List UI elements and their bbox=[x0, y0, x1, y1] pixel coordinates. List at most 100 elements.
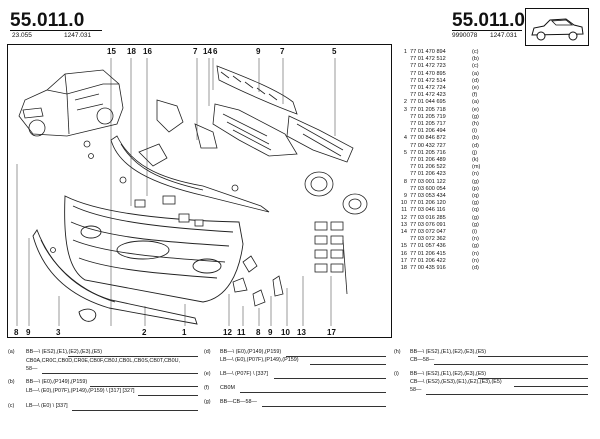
part-variant-key: (d) bbox=[472, 142, 479, 149]
part-variant-key: (j) bbox=[472, 149, 477, 156]
part-reference: 77 03 072 362 bbox=[410, 236, 446, 243]
part-number: 9 bbox=[403, 193, 407, 200]
callout-15: 15 bbox=[107, 47, 116, 56]
legend-i-line2: CB—\ (ES2),(ES3),(E1),(E2),(E3),(E5) bbox=[410, 379, 502, 385]
upper-crossmember-shape bbox=[212, 65, 354, 163]
part-number: 17 bbox=[400, 257, 407, 264]
legend-key-f: (f) bbox=[204, 385, 210, 391]
part-number bbox=[395, 157, 407, 164]
part-number bbox=[395, 71, 407, 78]
part-number: 1 bbox=[403, 49, 407, 55]
callout-12: 12 bbox=[223, 328, 232, 337]
part-variant-key: (g) bbox=[472, 178, 479, 185]
part-variant-key: (e) bbox=[472, 85, 479, 92]
part-variant-key: (d) bbox=[472, 77, 479, 84]
legend-a-line3: 58— bbox=[26, 366, 38, 372]
lower-spoiler-shape bbox=[32, 229, 198, 325]
legend-key-b: (b) bbox=[8, 379, 15, 385]
part-reference: 77 01 472 423 bbox=[410, 92, 446, 99]
front-bumper-shape bbox=[64, 195, 244, 303]
callout-17: 17 bbox=[327, 328, 336, 337]
legend-key-c: (c) bbox=[8, 403, 15, 409]
callout-5: 5 bbox=[332, 47, 337, 56]
part-reference: 77 01 470 895 bbox=[410, 70, 446, 77]
sheet-subcode-left-a: 23.055 bbox=[12, 32, 32, 39]
part-variant-key: (g) bbox=[472, 113, 479, 120]
part-number: 2 bbox=[403, 99, 407, 106]
legend-key-e: (e) bbox=[204, 371, 211, 377]
part-reference: 77 01 205 718 bbox=[410, 106, 446, 113]
legend-a-line1: BB—\ (ES2),(E1),(E2),(E3),(E5) bbox=[26, 349, 103, 355]
part-number: 5 bbox=[403, 149, 407, 156]
legend-i-rule1 bbox=[478, 378, 588, 379]
part-variant-key: (n) bbox=[472, 250, 479, 257]
callout-11: 11 bbox=[237, 328, 246, 337]
parts-row: 77 01 472 514(d) bbox=[395, 78, 495, 85]
parts-row: 77 00 432 727(d) bbox=[395, 143, 495, 150]
callout-13: 13 bbox=[297, 328, 306, 337]
callout-9c: 9 bbox=[268, 328, 273, 337]
part-variant-key: (i) bbox=[472, 229, 477, 236]
part-number bbox=[395, 128, 407, 135]
part-reference: 77 01 206 120 bbox=[410, 200, 446, 207]
callouts-bottom: 8 9 3 2 1 12 11 8 9 10 13 17 bbox=[14, 328, 336, 337]
part-number bbox=[395, 236, 407, 243]
parts-row: 77 01 205 717(h) bbox=[395, 121, 495, 128]
leader-lines bbox=[16, 58, 336, 326]
callout-18: 18 bbox=[127, 47, 136, 56]
part-reference: 77 01 206 522 bbox=[410, 164, 446, 171]
part-number: 14 bbox=[400, 229, 407, 236]
legend-g-line1: BB—CB—58— bbox=[220, 399, 257, 405]
legend-g-rule1 bbox=[262, 406, 386, 407]
fastener-shapes bbox=[50, 140, 239, 253]
part-variant-key: (q) bbox=[472, 207, 479, 214]
legend-key-a: (a) bbox=[8, 349, 15, 355]
part-reference: 77 00 435 916 bbox=[410, 265, 446, 272]
legend-i-line3: 58— bbox=[410, 387, 422, 393]
part-number bbox=[395, 171, 407, 178]
part-reference: 77 03 001 122 bbox=[410, 178, 446, 185]
part-number bbox=[395, 121, 407, 128]
part-number bbox=[395, 85, 407, 92]
part-reference: 77 01 206 422 bbox=[410, 257, 446, 264]
callout-8a: 8 bbox=[14, 328, 19, 337]
part-reference: 77 01 472 512 bbox=[410, 56, 446, 63]
legend-b-line1: BB—\ (E0),(P149),(P159) bbox=[26, 379, 88, 385]
parts-row: 77 01 206 423(n) bbox=[395, 171, 495, 178]
callout-2: 2 bbox=[142, 328, 147, 337]
side-deflector-shape bbox=[110, 99, 270, 213]
part-variant-key: (f) bbox=[472, 92, 478, 99]
parts-row: 77 01 206 494(i) bbox=[395, 128, 495, 135]
part-reference: 77 03 046 116 bbox=[410, 207, 446, 214]
part-reference: 77 01 206 423 bbox=[410, 171, 446, 178]
part-variant-key: (k) bbox=[472, 157, 479, 164]
part-number: 16 bbox=[400, 250, 407, 257]
part-reference: 77 01 470 894 bbox=[410, 49, 446, 55]
parts-row: 77 01 472 723(c) bbox=[395, 63, 495, 70]
part-number: 12 bbox=[400, 214, 407, 221]
part-number: 8 bbox=[403, 178, 407, 185]
legend-c-line1: LB—\ (E0) \ [337] bbox=[26, 403, 68, 409]
part-number bbox=[395, 78, 407, 85]
part-reference: 77 03 600 054 bbox=[410, 185, 446, 192]
legend-c-rule1 bbox=[72, 410, 198, 411]
callout-9b: 9 bbox=[26, 328, 31, 337]
callout-10: 10 bbox=[281, 328, 290, 337]
part-number bbox=[395, 63, 407, 70]
part-reference: 77 01 057 436 bbox=[410, 243, 446, 250]
callout-9a: 9 bbox=[256, 47, 261, 56]
parts-row: 77 03 600 054(p) bbox=[395, 186, 495, 193]
part-variant-key: (g) bbox=[472, 200, 479, 207]
part-variant-key: (n) bbox=[472, 236, 479, 243]
part-variant-key: (c) bbox=[472, 49, 479, 55]
legend-f-rule1 bbox=[240, 392, 386, 393]
